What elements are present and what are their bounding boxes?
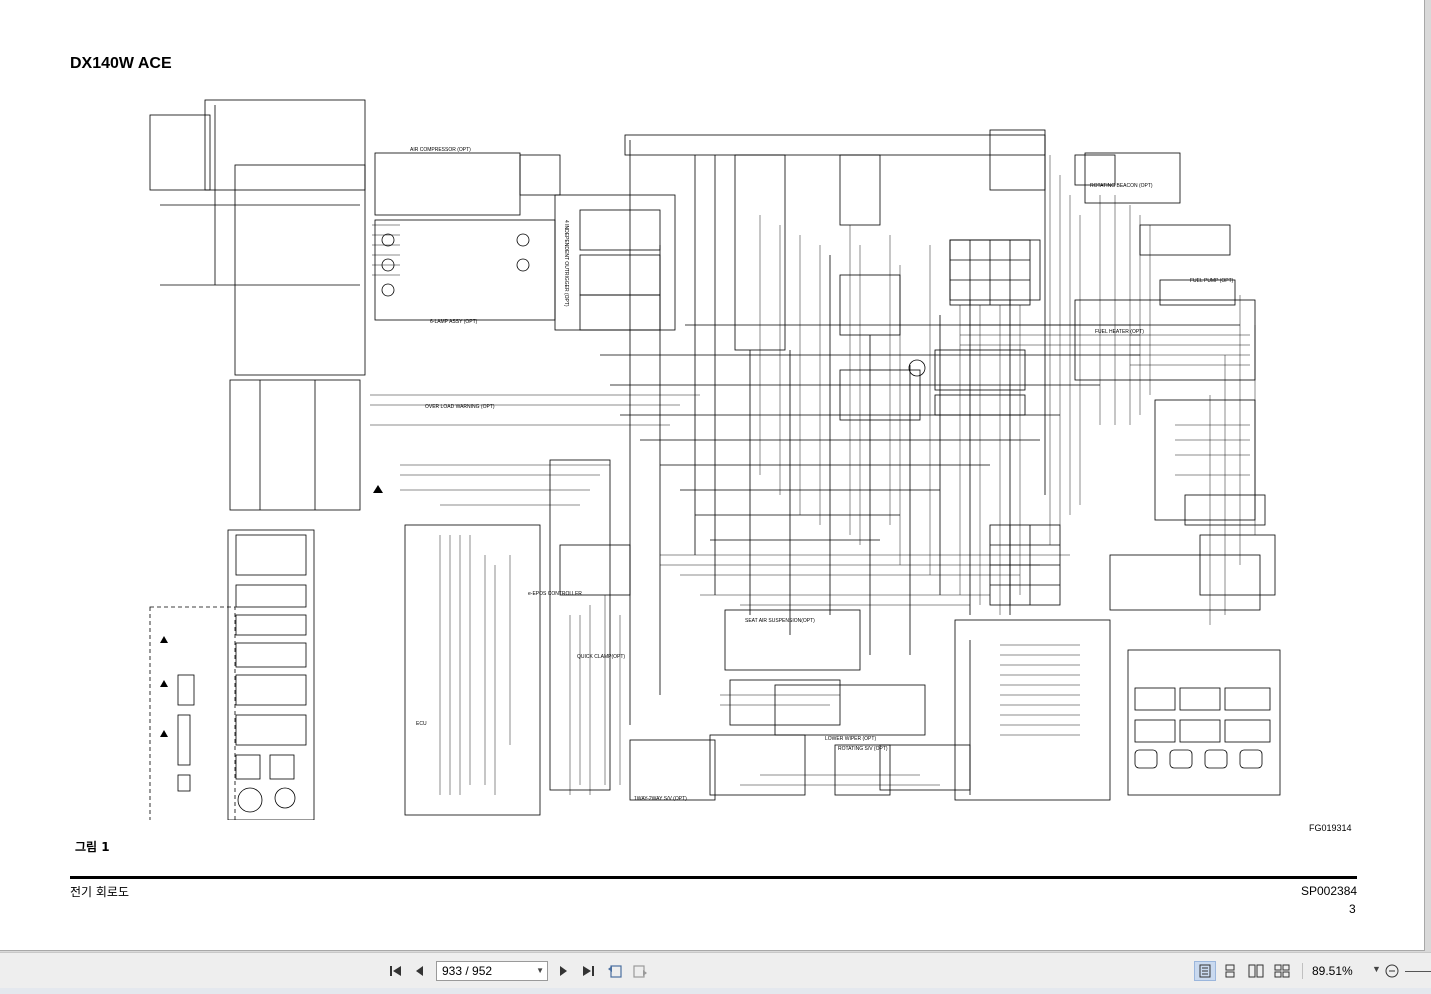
previous-page-icon: [416, 966, 423, 976]
two-page-continuous-icon: [1274, 964, 1290, 978]
first-page-button[interactable]: [386, 961, 406, 981]
chevron-down-icon[interactable]: ▼: [536, 966, 544, 975]
figure-label: 그림 1: [75, 840, 110, 854]
figure-code: FG019314: [1309, 823, 1352, 833]
footer-doc-code: SP002384: [1301, 884, 1358, 898]
two-page-continuous-button[interactable]: [1271, 961, 1293, 981]
wiring-schematic: AIR COMPRESSOR (OPT) 6-LAMP ASSY (OPT) F…: [149, 99, 1281, 820]
page-title: DX140W ACE: [70, 55, 172, 72]
zoom-out-button[interactable]: [1382, 961, 1402, 981]
label-over-load: OVER LOAD WARNING (OPT): [425, 404, 495, 410]
next-page-icon: [560, 966, 567, 976]
zoom-level[interactable]: 89.51%: [1312, 964, 1353, 978]
next-page-button[interactable]: [553, 961, 573, 981]
previous-page-button[interactable]: [410, 961, 430, 981]
last-page-button[interactable]: [578, 961, 598, 981]
two-page-view-button[interactable]: [1245, 961, 1267, 981]
label-seat-air: SEAT AIR SUSPENSION(OPT): [745, 618, 815, 624]
next-view-button[interactable]: [630, 961, 650, 981]
page-number-value: 933 / 952: [442, 964, 493, 978]
label-outrigger: 4 INDEPENDENT OUTRIGGER (OPT): [563, 220, 569, 307]
label-lower-wiper: LOWER WIPER (OPT): [825, 736, 876, 742]
page-back-icon: [608, 965, 622, 978]
single-page-icon: [1199, 964, 1211, 978]
page-forward-icon: [633, 965, 647, 978]
single-page-view-button[interactable]: [1194, 961, 1216, 981]
two-page-icon: [1248, 964, 1264, 978]
page-number-input[interactable]: 933 / 952 ▼: [436, 961, 548, 981]
label-two-way-sv: 1WAY-2WAY S/V (OPT): [634, 796, 687, 802]
zoom-dropdown-icon[interactable]: ▼: [1372, 964, 1381, 974]
label-quick-clamp: QUICK CLAMP(OPT): [577, 654, 625, 660]
label-controller: e-EPOS CONTROLLER: [528, 591, 582, 597]
toolbar-separator: [1302, 963, 1303, 979]
taskbar-strip: [0, 988, 1431, 994]
label-ecu: ECU: [416, 721, 427, 727]
zoom-out-icon: [1385, 964, 1399, 978]
continuous-page-icon: [1225, 964, 1235, 978]
label-air-compressor: AIR COMPRESSOR (OPT): [410, 147, 471, 153]
previous-view-button[interactable]: [605, 961, 625, 981]
label-lamp-assy: 6-LAMP ASSY (OPT): [430, 319, 478, 325]
label-fuel-heater: FUEL HEATER (OPT): [1095, 329, 1144, 335]
first-page-icon: [390, 966, 401, 976]
viewer-toolbar: 933 / 952 ▼ 89.51% ▼: [0, 952, 1431, 989]
zoom-slider-track[interactable]: [1405, 971, 1431, 972]
footer-section-title: 전기 회로도: [70, 885, 130, 899]
document-page: DX140W ACE: [0, 0, 1425, 951]
label-rotating-beacon: ROTATING BEACON (OPT): [1090, 183, 1153, 189]
footer-rule: [70, 876, 1357, 879]
continuous-view-button[interactable]: [1219, 961, 1241, 981]
last-page-icon: [583, 966, 594, 976]
label-rotating-sv: ROTATING S/V (OPT): [838, 746, 888, 752]
label-fuel-pump: FUEL PUMP (OPT): [1190, 278, 1234, 284]
page-number: 3: [1349, 902, 1356, 916]
